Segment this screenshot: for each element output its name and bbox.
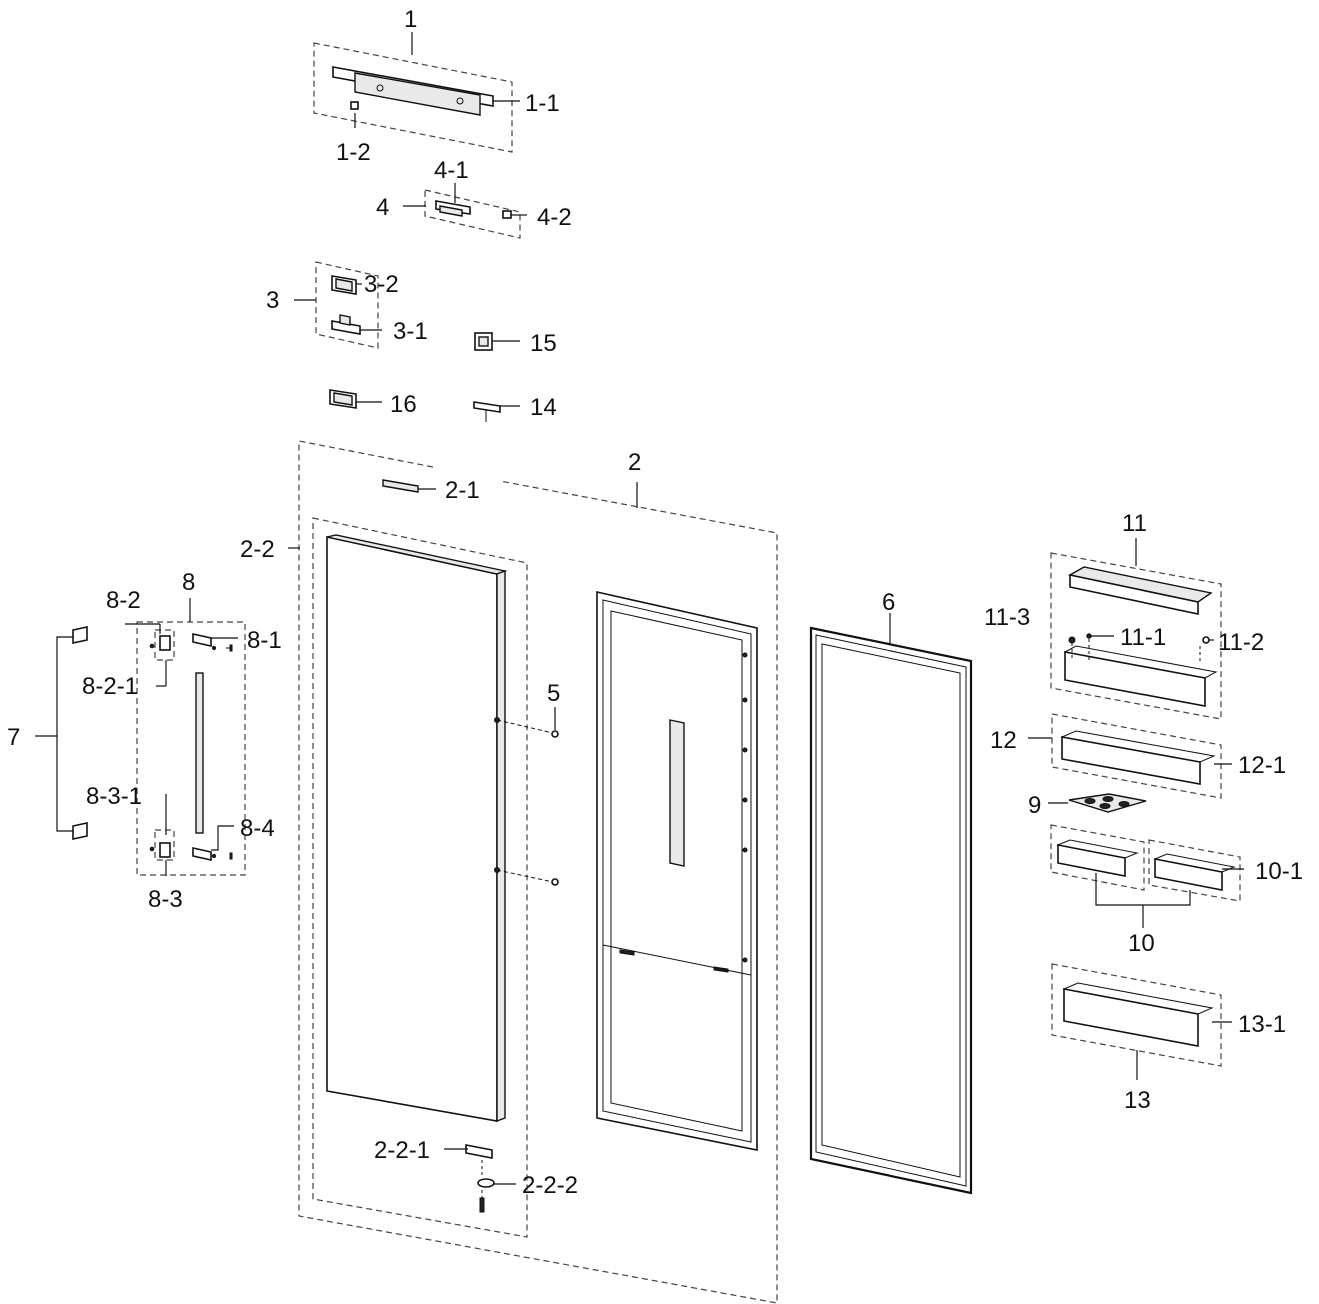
part-11-3-screw [1068,636,1076,644]
part-1-group [313,32,520,153]
label-1-2: 1-2 [336,139,371,166]
inner-door-liner [596,591,758,1151]
label-14: 14 [530,394,557,421]
part-13-1-door-bin [1063,988,1199,1047]
label-16: 16 [390,391,417,418]
part-12-1-shelf-bin [1061,736,1201,785]
part-8-3-dashed-box [154,829,175,861]
part-16-group [329,389,382,409]
part-6-group [809,613,973,1195]
part-2-2-1-hinge [444,1144,493,1159]
part-7-group [35,626,88,840]
label-10: 10 [1128,930,1155,957]
part-8-dashed-box [136,621,246,876]
part-11-dashed-box [1050,552,1222,720]
label-13: 13 [1124,1087,1151,1114]
label-3-2: 3-2 [364,271,399,298]
label-1: 1 [404,6,417,33]
label-3: 3 [266,287,279,314]
inner-door-rail [669,719,685,867]
part-10-right-dashed-box [1148,839,1241,902]
part-12-dashed-box [1051,713,1222,799]
part-4-2-clip [502,210,512,219]
part-11-shelf-base [1064,651,1206,707]
part-10-left-dashed-box [1050,824,1145,891]
part-9-group [1048,793,1147,813]
part-2-2-2-washer [477,1178,516,1188]
part-7-clip-lower [72,822,88,840]
label-2-2-2: 2-2-2 [522,1172,578,1199]
part-1-dashed-box [313,42,513,153]
inner-door-liner-group [596,591,758,1151]
part-8-1-bracket [192,633,212,647]
label-15: 15 [530,330,557,357]
part-2-group [298,440,778,1304]
label-2-2: 2-2 [240,536,275,563]
label-7: 7 [7,724,20,751]
part-10-bin-left [1057,844,1126,877]
label-5: 5 [547,680,560,707]
part-8-4-bracket [192,847,212,861]
part-3-dashed-box [315,261,379,349]
part-4-dashed-box [424,189,521,239]
label-8-3: 8-3 [148,886,183,913]
part-8-group [125,598,246,876]
part-8-3-cap [159,842,171,858]
label-4-1: 4-1 [434,157,469,184]
part-1-1-hinge-body [354,72,481,116]
label-2-1: 2-1 [445,477,480,504]
label-9: 9 [1028,792,1041,819]
part-5-screw-upper [551,730,559,738]
label-11: 11 [1122,510,1147,537]
part-3-group [294,261,382,349]
label-12: 12 [990,727,1017,754]
part-2-2-dashed-box [312,517,528,1238]
part-11-2-screw [1202,636,1210,644]
part-8-2-dashed-box [154,629,175,661]
label-1-1: 1-1 [525,90,560,117]
part-13-dashed-box [1051,963,1222,1067]
label-8-2: 8-2 [106,587,141,614]
part-8-2-cap [159,635,171,651]
part-15-group [474,332,520,351]
part-2-dashed-box [298,440,778,1304]
door-handle-bar [195,672,204,834]
part-12-group [1028,713,1232,799]
label-13-1: 13-1 [1238,1011,1286,1038]
label-11-2: 11-2 [1218,629,1264,656]
labels: 1 1-1 1-2 4-1 4 4-2 3 3-2 3-1 15 16 14 2… [7,6,1303,1199]
door-panel-face [326,536,498,1122]
part-11-group [1050,538,1222,720]
door-panel-side-edge [496,569,506,1123]
label-8: 8 [182,569,195,596]
label-3-1: 3-1 [393,318,428,345]
label-2-2-1: 2-2-1 [374,1137,430,1164]
part-7-clip-upper [72,626,88,644]
label-8-4: 8-4 [240,815,275,842]
label-8-2-1: 8-2-1 [82,673,138,700]
part-4-group [403,183,527,239]
part-6-door-gasket [809,626,973,1195]
part-14-group [473,401,520,422]
label-11-3: 11-3 [984,604,1030,631]
label-11-1: 11-1 [1120,624,1166,651]
label-10-1: 10-1 [1255,858,1303,885]
label-2: 2 [628,449,641,476]
label-4: 4 [376,194,389,221]
part-14-pin [473,401,501,413]
part-5-group [496,707,559,886]
part-5-screw-lower [551,878,559,886]
part-2-1-strip [382,479,436,493]
label-12-1: 12-1 [1238,752,1286,779]
part-2-2-group [288,517,528,1238]
part-10-group [1050,824,1244,928]
part-13-group [1051,963,1232,1080]
label-4-2: 4-2 [537,204,572,231]
label-8-3-1: 8-3-1 [86,783,142,810]
label-6: 6 [882,589,895,616]
part-1-2-screw [350,101,359,110]
label-8-1: 8-1 [247,627,282,654]
part-10-1-bin-right [1154,858,1223,891]
